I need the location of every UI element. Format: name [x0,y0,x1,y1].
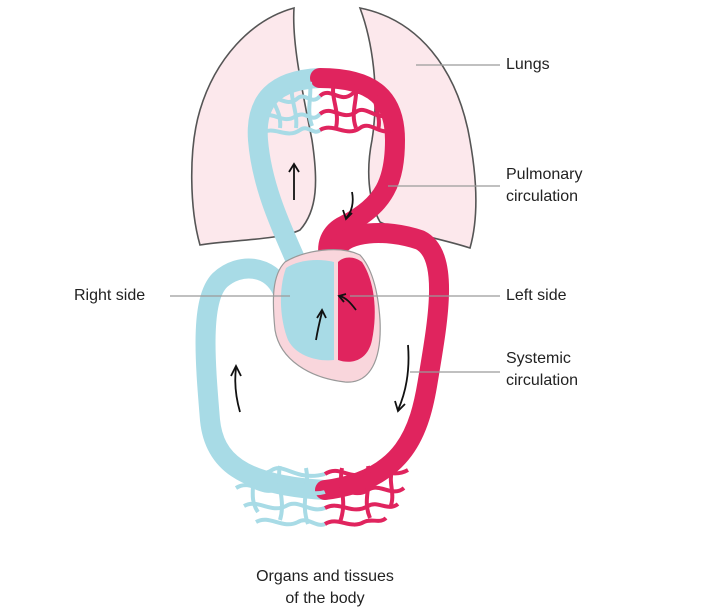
heart-right-chamber [280,260,334,361]
systemic-vein-blue [195,258,335,500]
arrow-systemic-up [230,363,242,413]
label-pulmonary-circulation-line2: circulation [506,188,579,205]
systemic-loop [195,223,450,527]
systemic-capillaries-blue [231,465,326,527]
heart [272,249,381,383]
label-lungs: Lungs [506,56,550,73]
arrow-pulmonary-up [288,162,300,200]
arrow-heart-left [337,293,357,311]
label-pulmonary-circulation-line1: Pulmonary [506,166,583,183]
label-left-side: Left side [506,287,567,304]
systemic-capillaries-red [323,465,409,527]
arrow-systemic-down [394,344,410,413]
pulmonary-vein-red [310,68,406,272]
pulmonary-artery-blue [247,68,330,280]
label-organs-line2: of the body [285,590,365,607]
pulmonary-capillaries-blue [256,81,322,136]
pulmonary-capillaries-red [318,81,393,134]
label-systemic-circulation-line1: Systemic [506,350,571,367]
flow-arrows [230,162,410,413]
systemic-artery-red [315,223,450,500]
arrow-pulmonary-down [342,191,354,221]
leader-lines [170,64,500,373]
label-organs-line1: Organs and tissues [256,568,394,585]
label-right-side: Right side [74,287,146,304]
arrow-heart-right [315,308,327,341]
pulmonary-loop [247,68,406,280]
label-systemic-circulation-line2: circulation [506,372,579,389]
